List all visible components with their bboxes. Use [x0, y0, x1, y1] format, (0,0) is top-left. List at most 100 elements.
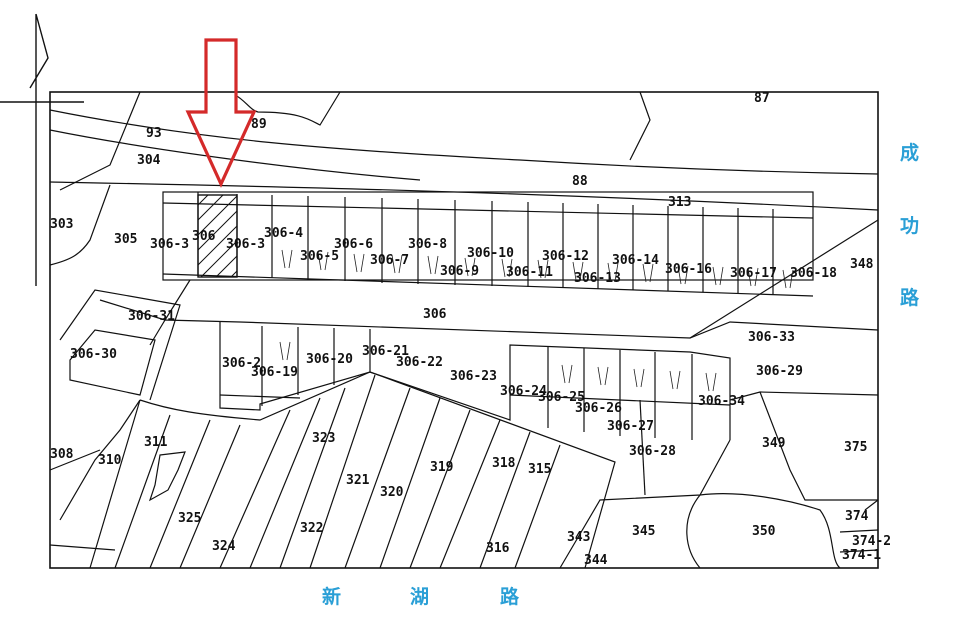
lot-number: 306-13 — [574, 271, 621, 286]
lot-number: 306-9 — [440, 264, 479, 279]
lot-number: 311 — [144, 435, 168, 450]
parcel-boundary — [49, 184, 111, 266]
lot-number: 374-2 — [852, 534, 891, 549]
lot-number: 306-24 — [500, 384, 547, 399]
row-dividers — [261, 326, 693, 440]
lot-number: 306-3 — [226, 237, 265, 252]
lot-number: 303 — [50, 217, 73, 232]
lot-number: 306-28 — [629, 444, 676, 459]
parcel-boundary — [699, 493, 841, 569]
lot-number: 306-10 — [467, 246, 514, 261]
lot-number: 306-7 — [370, 253, 409, 268]
lot-number: 306-21 — [362, 344, 409, 359]
parcel-boundary — [49, 129, 421, 181]
lot-number: 321 — [346, 473, 370, 488]
lot-number: 305 — [114, 232, 137, 247]
road-label-south-1: 新 — [322, 586, 342, 608]
lot-number: 306-11 — [506, 265, 553, 280]
lot-number: 306-3 — [150, 237, 189, 252]
lot-number: 306-26 — [575, 401, 622, 416]
road-label-east-1: 成 — [900, 142, 920, 164]
parcel-boundary — [49, 181, 879, 211]
lot-number: 306-12 — [542, 249, 589, 264]
unit-marks — [279, 249, 794, 392]
lot-number: 306-33 — [748, 330, 795, 345]
lot-number: 306-23 — [450, 369, 497, 384]
parcel-boundary — [59, 91, 141, 191]
parcel-boundary — [234, 91, 341, 126]
lot-number: 306 — [192, 229, 216, 244]
lot-number: 315 — [528, 462, 551, 477]
parcel-boundary — [219, 374, 561, 569]
lot-number: 306-16 — [665, 262, 712, 277]
lot-number: 306-27 — [607, 419, 654, 434]
lot-number: 350 — [752, 524, 776, 539]
lot-number: 308 — [50, 447, 74, 462]
parcel-boundary — [49, 109, 879, 175]
lot-number: 306-30 — [70, 347, 117, 362]
lot-number: 87 — [754, 91, 770, 106]
lot-number: 375 — [844, 440, 867, 455]
lot-number: 325 — [178, 511, 201, 526]
lot-number: 374 — [845, 509, 869, 524]
lot-number: 319 — [430, 460, 453, 475]
lot-number: 306-17 — [730, 266, 777, 281]
lot-number: 322 — [300, 521, 323, 536]
parcel-boundary — [69, 329, 156, 396]
lot-number: 306-22 — [396, 355, 443, 370]
hatched-lot — [197, 194, 238, 278]
road-label-east-2: 功 — [900, 215, 920, 237]
lot-number: 349 — [762, 436, 785, 451]
landmark-shape — [148, 451, 186, 502]
lot-number: 306-19 — [251, 365, 298, 380]
lot-number: 316 — [486, 541, 510, 556]
road-label-south-3: 路 — [500, 586, 520, 608]
lot-number: 306-6 — [334, 237, 373, 252]
lot-number: 306-34 — [698, 394, 745, 409]
parcel-boundary — [559, 439, 731, 569]
lot-number: 306-31 — [128, 309, 175, 324]
parcel-boundary — [89, 399, 241, 569]
lot-number: 304 — [137, 153, 161, 168]
lot-number: 306 — [423, 307, 447, 322]
lot-number: 306-25 — [538, 390, 585, 405]
lot-number: 306-14 — [612, 253, 659, 268]
lot-number: 324 — [212, 539, 236, 554]
lot-number: 306-29 — [756, 364, 803, 379]
parcel-boundary — [59, 399, 141, 521]
lot-number: 306-5 — [300, 249, 339, 264]
lot-number: 306-18 — [790, 266, 837, 281]
north-arrow-icon — [29, 13, 49, 286]
parcel-boundary — [59, 289, 181, 401]
parcel-boundary — [163, 279, 879, 339]
lot-number: 306-4 — [264, 226, 303, 241]
parcel-boundary — [49, 449, 116, 551]
parcel-boundary — [759, 391, 878, 501]
lot-number: 343 — [567, 530, 590, 545]
lot-number: 323 — [312, 431, 335, 446]
parcel-boundary — [839, 499, 879, 553]
row-inner-line — [219, 394, 301, 399]
building-row-south — [219, 322, 731, 440]
building-row-north — [162, 191, 814, 281]
parcel-boundary — [139, 371, 616, 569]
lot-number: 306-20 — [306, 352, 353, 367]
lot-number: 344 — [584, 553, 608, 568]
lot-number: 89 — [251, 117, 267, 132]
parcel-boundary — [689, 219, 879, 339]
lot-number: 320 — [380, 485, 404, 500]
row-inner-line — [509, 394, 731, 406]
parcel-boundary — [629, 91, 651, 161]
lot-number: 306-8 — [408, 237, 447, 252]
lot-number: 374-1 — [842, 548, 881, 563]
road-label-south-2: 湖 — [410, 586, 430, 608]
lot-number: 306-2 — [222, 356, 261, 371]
lot-number: 310 — [98, 453, 122, 468]
parcel-boundary — [99, 299, 166, 346]
lot-number: 345 — [632, 524, 655, 539]
row-inner-line — [162, 273, 814, 297]
lot-number: 313 — [668, 195, 691, 210]
lot-number: 318 — [492, 456, 516, 471]
lot-number: 88 — [572, 174, 588, 189]
